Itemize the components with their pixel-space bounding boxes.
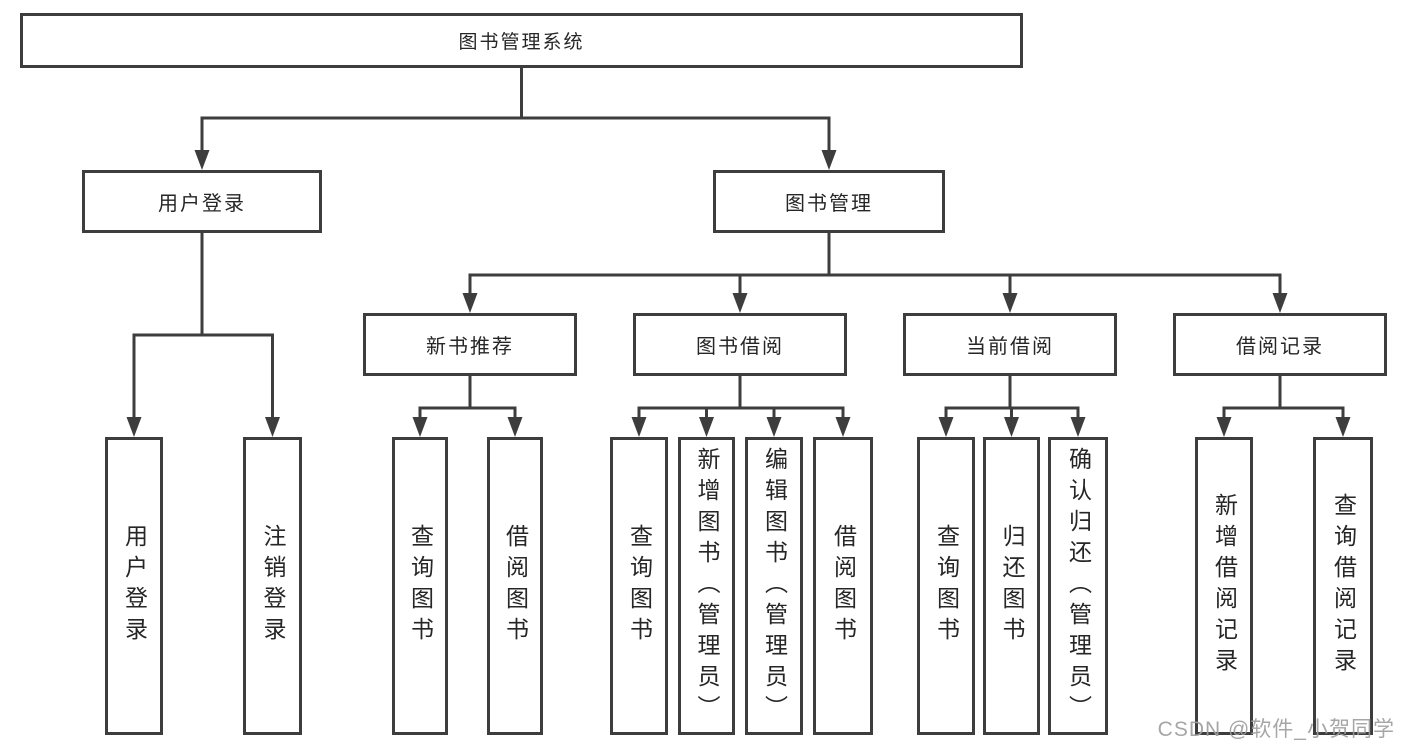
leaf-logout: 注销登录	[243, 437, 302, 735]
node-book-management: 图书管理	[713, 170, 945, 233]
leaf-query-books-recommend: 查询图书	[392, 437, 448, 735]
node-borrow-records: 借阅记录	[1173, 313, 1387, 376]
node-library-management-system: 图书管理系统	[20, 13, 1023, 68]
leaf-borrow-books: 借阅图书	[813, 437, 873, 735]
leaf-return-books: 归还图书	[983, 437, 1040, 735]
leaf-confirm-return-admin: 确认归还（管理员）	[1048, 437, 1108, 735]
leaf-borrow-books-recommend: 借阅图书	[487, 437, 543, 735]
leaf-edit-books-admin: 编辑图书（管理员）	[745, 437, 803, 735]
node-user-login: 用户登录	[82, 170, 322, 233]
leaf-query-borrow-record: 查询借阅记录	[1313, 437, 1373, 735]
node-book-borrow: 图书借阅	[633, 313, 847, 376]
node-current-borrow: 当前借阅	[903, 313, 1117, 376]
leaf-add-books-admin: 新增图书（管理员）	[678, 437, 735, 735]
leaf-user-login: 用户登录	[105, 437, 163, 735]
node-new-book-recommend: 新书推荐	[363, 313, 577, 376]
leaf-query-books-current: 查询图书	[917, 437, 975, 735]
leaf-query-books-borrow: 查询图书	[610, 437, 668, 735]
leaf-add-borrow-record: 新增借阅记录	[1195, 437, 1253, 735]
